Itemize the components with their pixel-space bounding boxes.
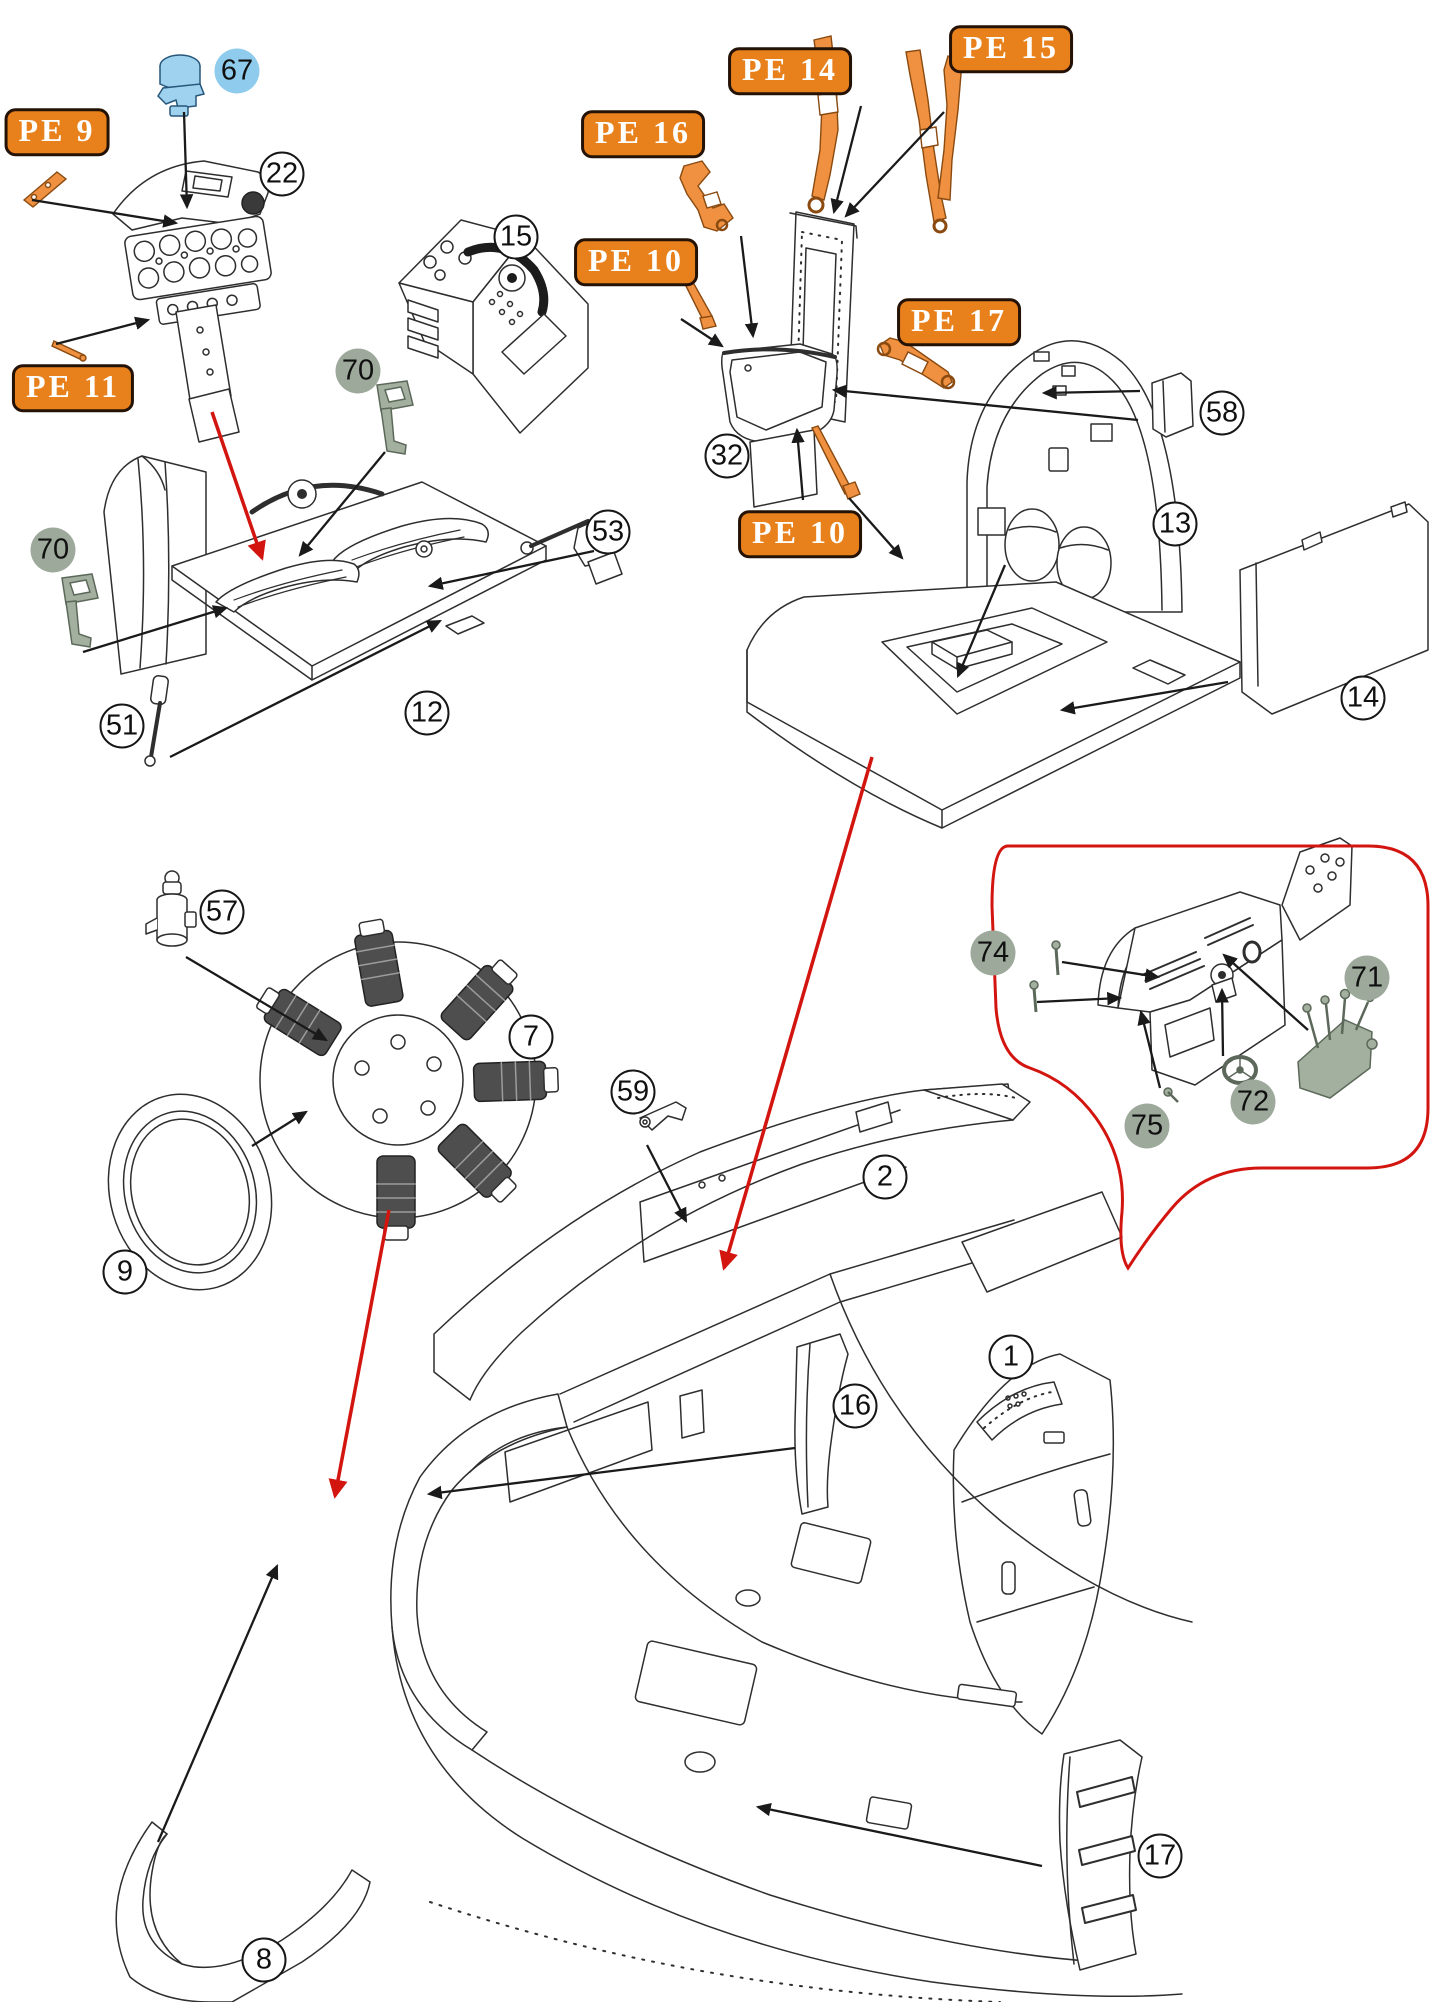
resin-throttle-71 (1297, 988, 1378, 1099)
part-callout-53: 53 (585, 509, 631, 555)
resin-pins-74 (1029, 940, 1061, 1013)
part-callout-7: 7 (508, 1014, 554, 1060)
part-callout-32: 32 (704, 433, 750, 479)
part-callout-75: 75 (1124, 1103, 1170, 1149)
resin-lever-75 (1163, 1087, 1179, 1103)
inset-console-detail (1097, 837, 1353, 1086)
pe-label-14: PE 14 (728, 47, 852, 95)
part-callout-1: 1 (988, 1334, 1034, 1380)
pe11-rod (51, 340, 87, 362)
control-stick-part (144, 675, 169, 767)
part-callout-59: 59 (610, 1069, 656, 1115)
headrest-pad-part (1151, 372, 1194, 438)
seat-part (721, 211, 858, 508)
lower-cowl-part (115, 1821, 371, 2002)
louvre-panel-part (1058, 1739, 1143, 1971)
instrument-panel-part (112, 160, 272, 443)
frame-part (794, 1333, 849, 1515)
pe-label-10-top: PE 10 (574, 238, 698, 286)
red-assembly-arrows (210, 411, 874, 1499)
radial-engine-part (256, 918, 560, 1241)
inset-detail-border (990, 844, 1430, 1271)
pe-label-10-bottom: PE 10 (738, 510, 862, 558)
rear-deck-part (746, 581, 1241, 829)
pe16-belt (679, 160, 734, 232)
armour-plate-part (1239, 501, 1429, 715)
left-fuselage-part (390, 1191, 1193, 2002)
part-callout-8: 8 (241, 1937, 287, 1983)
part-callout-57: 57 (199, 889, 245, 935)
cowl-ring-part (107, 1093, 273, 1291)
part-callout-58: 58 (1199, 390, 1245, 436)
pe9-strip (22, 171, 68, 208)
part-callout-2: 2 (862, 1154, 908, 1200)
part-callout-12: 12 (404, 690, 450, 736)
side-console-part (398, 219, 589, 434)
part-callout-22: 22 (259, 151, 305, 197)
pe10-rod-bottom (811, 425, 861, 500)
pe15-belts (905, 49, 963, 234)
leader-arrows (31, 105, 1309, 1868)
part-callout-70-right: 70 (335, 348, 381, 394)
pe-label-9: PE 9 (4, 108, 110, 156)
clear-part-67 (157, 54, 206, 117)
pe17-strap (876, 337, 956, 390)
part-callout-70-left: 70 (30, 527, 76, 573)
part-callout-67: 67 (214, 48, 260, 94)
part-callout-14: 14 (1340, 675, 1386, 721)
bracket-part (639, 1101, 687, 1131)
part-callout-17: 17 (1137, 1833, 1183, 1879)
part-callout-72: 72 (1230, 1079, 1276, 1125)
cockpit-floor-part (103, 455, 547, 681)
upper-decking-part (433, 1083, 1031, 1401)
bulkhead-part (966, 340, 1183, 613)
part-callout-15: 15 (493, 214, 539, 260)
part-callout-16: 16 (832, 1383, 878, 1429)
pe-label-16: PE 16 (581, 110, 705, 158)
part-callout-71: 71 (1344, 955, 1390, 1001)
resin-parts-green (61, 380, 1378, 1103)
pe-label-17: PE 17 (897, 298, 1021, 346)
part-callout-74: 74 (970, 930, 1016, 976)
right-fuselage-part (952, 1353, 1115, 1735)
pe-label-15: PE 15 (949, 25, 1073, 73)
carburettor-part (145, 870, 197, 947)
part-callout-13: 13 (1152, 501, 1198, 547)
part-callout-9: 9 (102, 1249, 148, 1295)
pe-label-11: PE 11 (11, 364, 135, 412)
part-callout-51: 51 (99, 703, 145, 749)
